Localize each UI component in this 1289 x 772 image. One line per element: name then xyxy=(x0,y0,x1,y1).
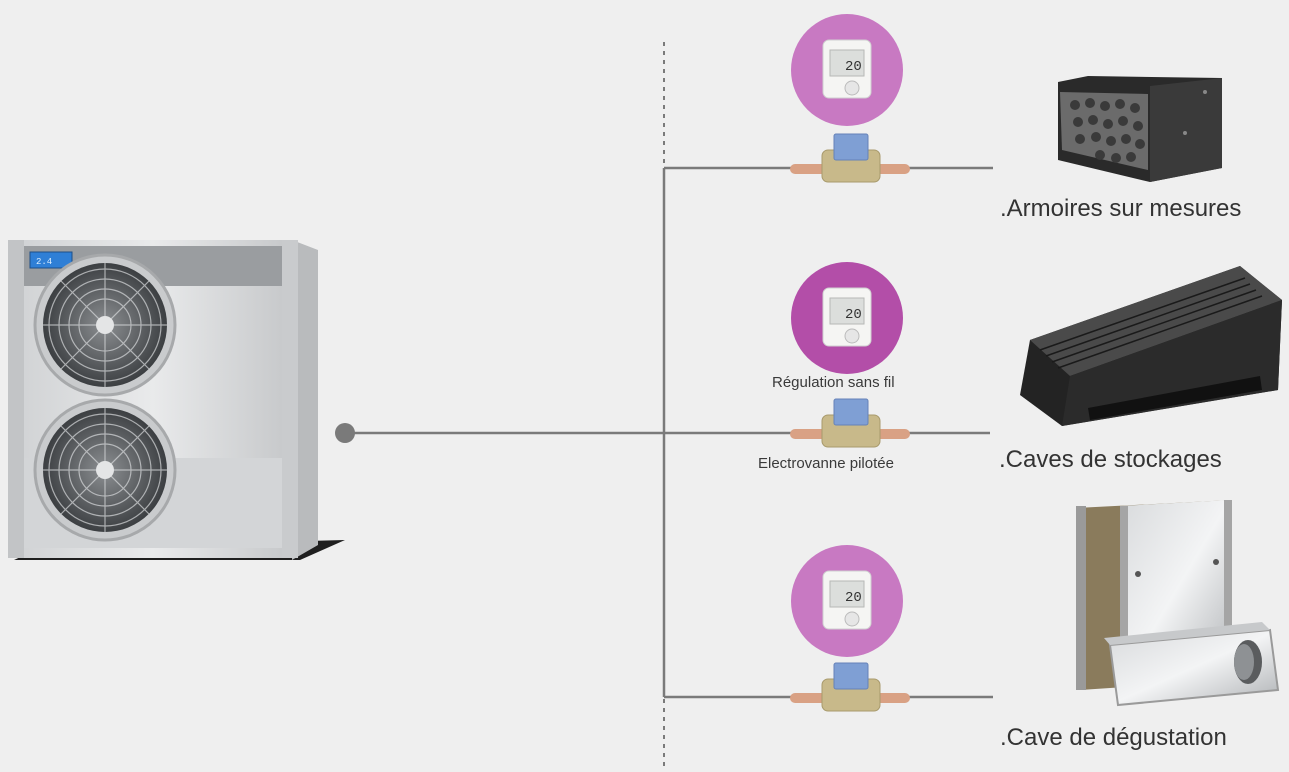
heat-pump-display-text: 2.4 xyxy=(36,257,52,267)
heat-pump-side xyxy=(292,240,318,560)
pipe-network xyxy=(335,42,993,767)
ceiling-unit-icon xyxy=(1020,266,1282,426)
fan-top-icon xyxy=(33,253,177,397)
thermostat-display-text: 20 xyxy=(845,307,862,323)
air-handler-icon xyxy=(1076,500,1280,707)
heat-pump-pillar-right xyxy=(282,240,298,558)
valve-icon-middle xyxy=(790,398,910,448)
valve-label: Electrovanne pilotée xyxy=(758,455,894,472)
destination-label-tasting: .Cave de dégustation xyxy=(1000,724,1227,751)
cabinet-unit-icon xyxy=(1058,76,1222,182)
thermostat-display-text: 20 xyxy=(845,590,862,606)
heat-pump-pillar-left xyxy=(8,240,24,558)
thermostat-icon-middle: 20 xyxy=(791,262,903,374)
heat-pump-unit: 2.4 xyxy=(8,240,345,560)
heat-pump-display xyxy=(29,251,73,269)
fan-bottom-icon xyxy=(33,398,177,542)
valve-icon-top xyxy=(790,133,910,183)
destination-label-cabinets: .Armoires sur mesures xyxy=(1000,195,1242,222)
regulation-label: Régulation sans fil xyxy=(772,374,895,391)
thermostat-display-text: 20 xyxy=(845,59,862,75)
destination-label-storage: .Caves de stockages xyxy=(999,446,1222,473)
valve-icon-bottom xyxy=(790,662,910,712)
thermostat-icon-bottom: 20 xyxy=(791,545,903,657)
thermostat-icon-top: 20 xyxy=(791,14,903,126)
